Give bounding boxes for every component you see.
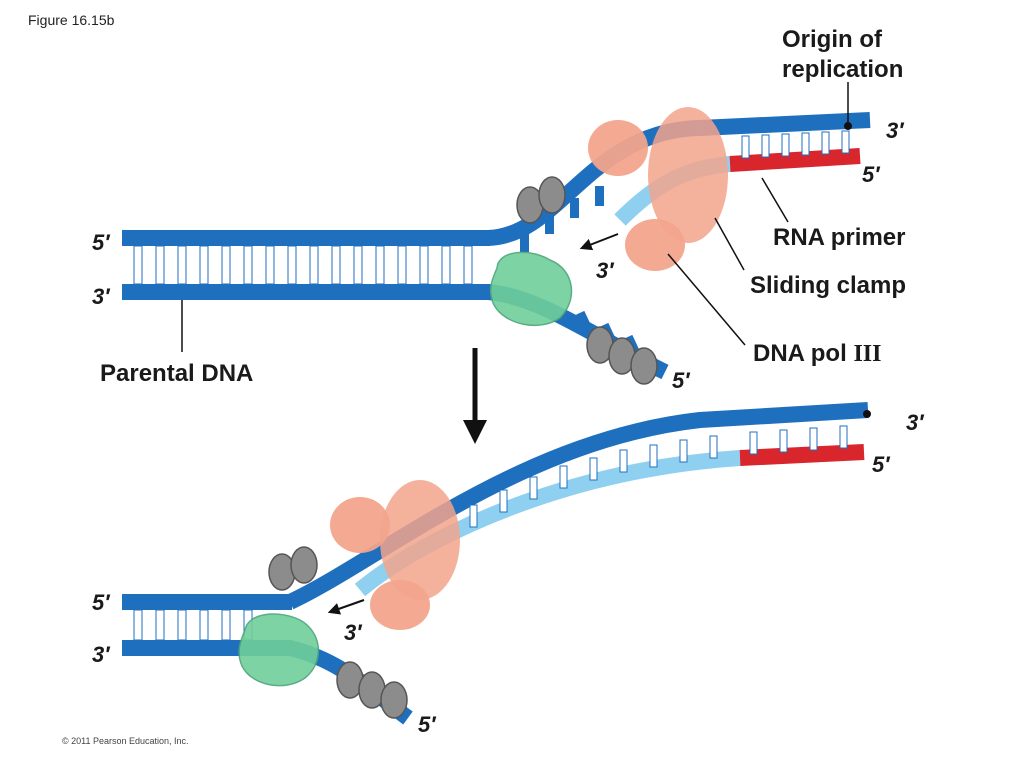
ssb-protein-top-upper (516, 176, 566, 224)
label-parental-dna: Parental DNA (100, 360, 254, 387)
top-panel (122, 82, 871, 385)
copyright: © 2011 Pearson Education, Inc. (62, 736, 189, 746)
teeth-top-upper (741, 130, 850, 159)
label-rna-primer: RNA primer (773, 224, 906, 251)
label-sliding-clamp: Sliding clamp (750, 272, 907, 299)
end-bottom-right-upper: 3′ (906, 410, 924, 435)
teeth-bottom-upper (469, 425, 848, 528)
sliding-clamp-top (588, 107, 728, 271)
end-bottom-left-upper: 5′ (92, 590, 110, 615)
upper-parental-strand-bottom (286, 402, 869, 610)
fork-stubs-top (520, 186, 604, 252)
end-top-left-upper: 5′ (92, 230, 110, 255)
end-top-fork: 3′ (596, 258, 614, 283)
sliding-clamp-bottom (330, 480, 460, 630)
rna-primer-bottom (739, 444, 865, 466)
dna-pol-bottom (238, 613, 320, 687)
end-top-right-lower: 5′ (862, 162, 880, 187)
ssb-protein-bottom-lower (336, 661, 408, 719)
ssb-protein-top-lower (586, 326, 658, 385)
rna-primer-top (729, 148, 861, 172)
end-top-tail: 5′ (672, 368, 690, 393)
dna-pol-top (489, 251, 573, 326)
parental-duplex-top (122, 230, 490, 300)
end-bottom-tail: 5′ (418, 712, 436, 737)
end-top-left-lower: 3′ (92, 284, 110, 309)
label-dna-pol-prefix: DNA pol (753, 340, 847, 367)
bottom-panel (122, 402, 871, 725)
label-dna-pol-numeral: III (853, 341, 882, 367)
end-bottom-left-lower: 3′ (92, 642, 110, 667)
end-top-right-upper: 3′ (886, 118, 904, 143)
label-dna-pol: DNA pol III (753, 340, 881, 368)
end-bottom-fork: 3′ (344, 620, 362, 645)
end-bottom-right-lower: 5′ (872, 452, 890, 477)
label-origin-line2: replication (782, 56, 904, 83)
ssb-protein-bottom-upper (268, 546, 318, 591)
label-origin-line1: Origin of (782, 26, 882, 53)
figure-label: Figure 16.15b (28, 12, 115, 28)
